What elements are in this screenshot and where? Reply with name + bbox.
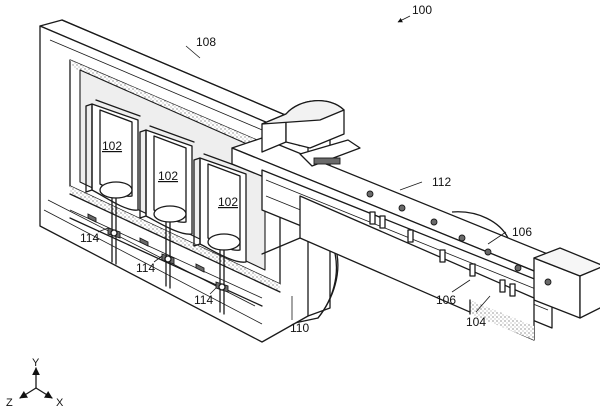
axis-x-label: X: [56, 397, 64, 409]
label-port-c: 114: [194, 293, 213, 307]
label-pin-upper: 106: [512, 225, 532, 239]
axis-y-label: Y: [32, 357, 40, 369]
port-b: [161, 221, 175, 289]
leader-lines: [97, 15, 507, 320]
label-bag-b: 102: [158, 169, 178, 183]
label-base: 110: [290, 321, 309, 335]
bag-b: [139, 125, 195, 235]
leader-114-a: [97, 227, 109, 233]
actuator-block: [261, 99, 361, 167]
pins: [369, 211, 516, 297]
axis-z-arrow: [19, 387, 37, 399]
bag-c: [193, 153, 249, 263]
label-housing: 108: [196, 35, 216, 49]
label-assembly: 100: [412, 3, 432, 17]
labels: 100 108 112 106 106 104 110 102 102 102 …: [80, 3, 532, 335]
port-c: [215, 249, 229, 315]
axis-triad: Y Z X: [6, 357, 64, 409]
leader-112: [399, 181, 423, 191]
leader-114-c: [209, 287, 217, 295]
axis-z-label: Z: [6, 397, 13, 409]
label-bag-a: 102: [102, 139, 122, 153]
label-port-a: 114: [80, 231, 99, 245]
label-bag-c: 102: [218, 195, 238, 209]
rail-holes: [366, 190, 552, 286]
label-rail: 112: [432, 175, 451, 189]
leader-114-b: [153, 255, 163, 263]
axis-x-arrow: [35, 387, 53, 399]
leader-106-lower: [451, 279, 471, 293]
bag-a: [85, 99, 141, 211]
label-pin-lower: 106: [436, 293, 456, 307]
label-port-b: 114: [136, 261, 155, 275]
leader-104: [475, 295, 491, 313]
leader-106-upper: [487, 231, 507, 245]
leader-108: [185, 45, 201, 59]
label-shuttle: 104: [466, 315, 486, 329]
rail: [231, 137, 600, 341]
leader-100: [397, 15, 411, 23]
port-a: [107, 197, 121, 265]
